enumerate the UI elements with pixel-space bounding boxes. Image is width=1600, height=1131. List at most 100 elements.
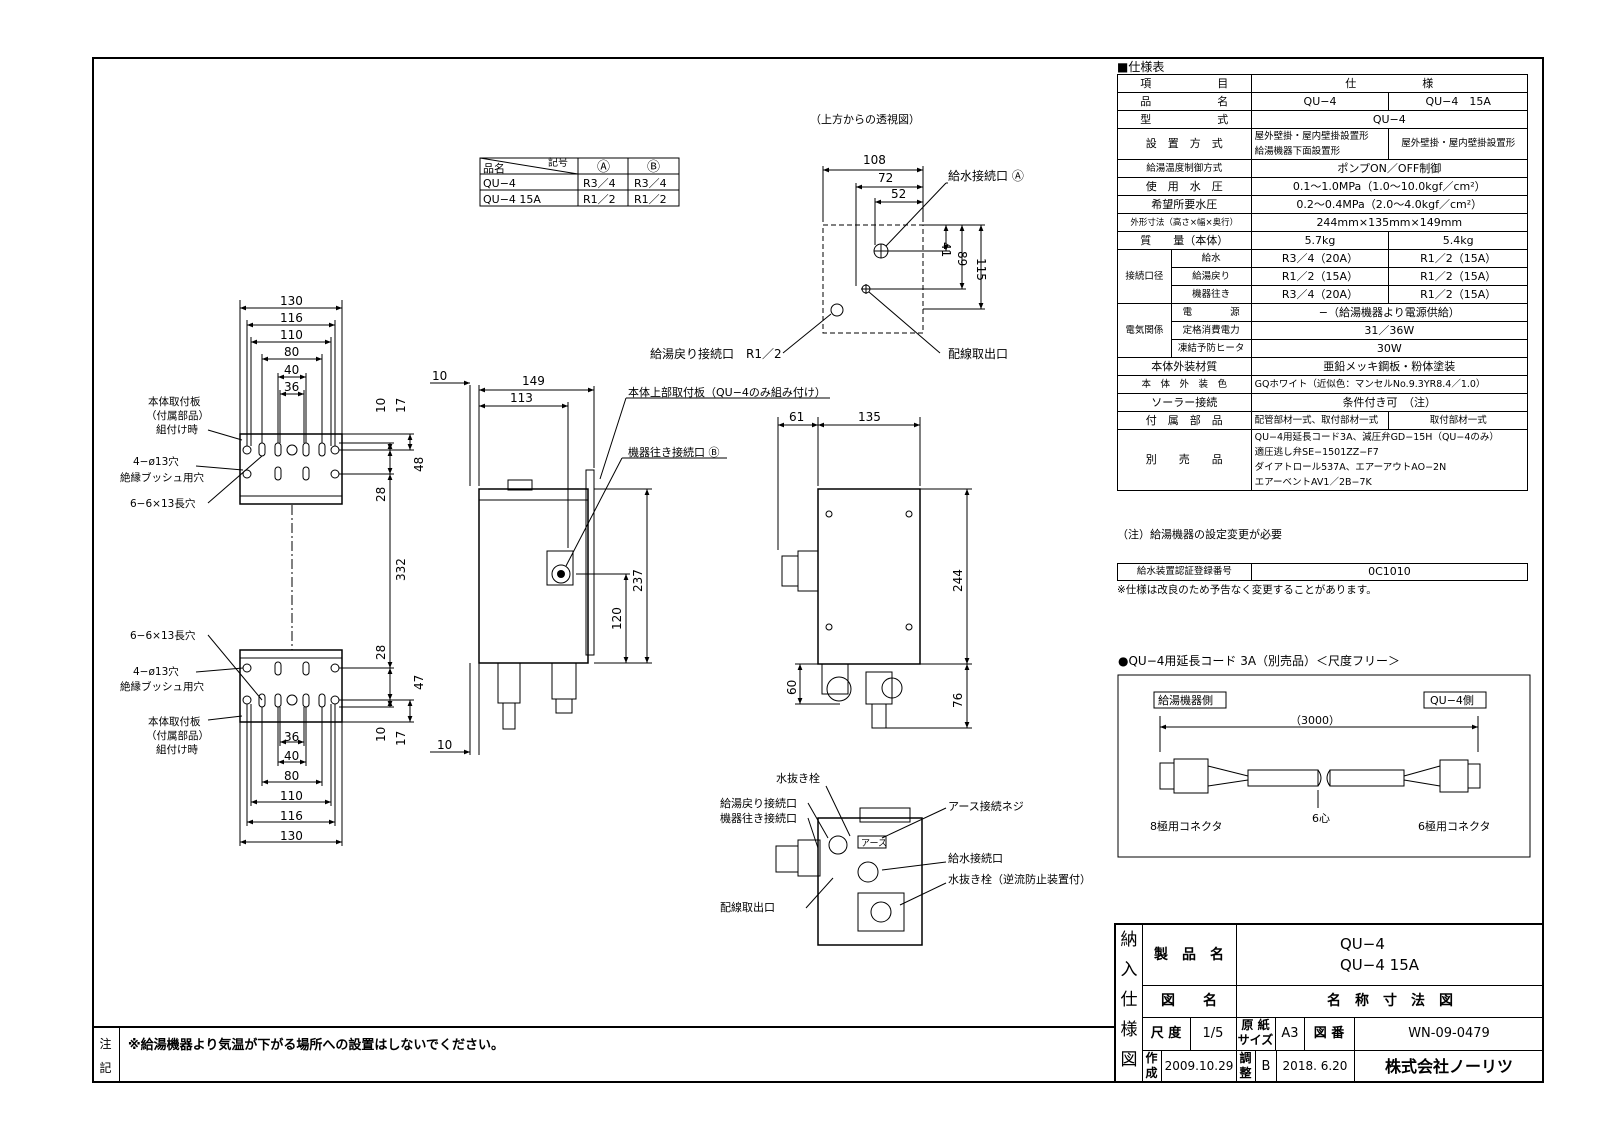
- spec-row-color: 本 体 外 装 色 GQホワイト（近似色：マンセルNo.9.3YR8.4／1.0…: [1117, 375, 1529, 394]
- spec-value: R3／4（20A）: [1250, 285, 1390, 304]
- mounting-plate-view: 130 116 110 80 40 36 36 40 80 110 116 13…: [120, 294, 426, 846]
- spec-value: R1／2（15A）: [1250, 267, 1390, 286]
- title-row-product: 製 品 名 QU−4 QU−4 15A: [1142, 925, 1544, 986]
- cord-left-conn: 8極用コネクタ: [1150, 819, 1223, 833]
- spec-value: ポンプON／OFF制御: [1250, 159, 1529, 178]
- plate-dim-40-top: 40: [284, 363, 299, 377]
- side-outlet-label: 機器往き接続口 Ⓑ: [628, 445, 720, 459]
- spec-row-dims: 外形寸法（高さ×幅×奥行） 244mm×135mm×149mm: [1117, 213, 1529, 232]
- size-table-row1-name: QU−4: [483, 177, 516, 190]
- plate-mount-label-3-top: 組付け時: [156, 423, 198, 436]
- spec-value: 244mm×135mm×149mm: [1250, 213, 1529, 232]
- bottom-earth-tag: アース: [861, 839, 887, 849]
- top-dim-52: 52: [891, 187, 906, 201]
- size-table-row2-name: QU−4 15A: [483, 193, 541, 206]
- plate-bush-label-bottom: 絶縁ブッシュ用穴: [120, 680, 204, 693]
- side-dim-113: 113: [510, 391, 533, 405]
- plate-bush-label-top: 絶縁ブッシュ用穴: [120, 471, 204, 484]
- plate-dim-110-bottom: 110: [280, 789, 303, 803]
- spec-label: 設 置 方 式: [1117, 128, 1252, 160]
- spec-value: QU−4: [1250, 92, 1390, 111]
- side-dim-120: 120: [610, 607, 624, 630]
- bottom-view: アース 水抜き栓 給湯戻り接続口 機器往き接続口 配線取出口 アース接続ネジ 給…: [720, 771, 1091, 946]
- plate-dim-332: 332: [394, 558, 408, 581]
- spec-label: 電 源: [1170, 303, 1252, 322]
- drawing-name: 名 称 寸 法 図: [1327, 993, 1453, 1009]
- size-table-row1-b: R3／4: [634, 177, 667, 190]
- spec-row-elec-power: 電気関係 電 源 −（給湯機器より電源供給）: [1117, 303, 1529, 358]
- bottom-return-label: 給湯戻り接続口: [720, 796, 797, 810]
- number-label: 図 番: [1304, 1017, 1355, 1050]
- spec-row-solar: ソーラー接続 条件付き可 （注）: [1117, 393, 1529, 412]
- title-side-label: 納 入 仕 様 図: [1116, 925, 1143, 1083]
- size-table-row2-a: R1／2: [583, 193, 616, 206]
- spec-label: 使 用 水 圧: [1117, 177, 1252, 196]
- company-name: 株式会社ノーリツ: [1384, 1057, 1513, 1076]
- plate-slots-label-top: 6−6×13長穴: [130, 497, 196, 510]
- cord-right-conn: 6極用コネクタ: [1418, 819, 1491, 833]
- title-row-scale: 尺 度 1/5 原 紙 サイズ A3 図 番 WN-09-0479: [1142, 1017, 1544, 1051]
- spec-value: 屋外壁掛・屋内壁掛設置形 給湯機器下面設置形: [1250, 128, 1390, 160]
- spec-value: 31／36W: [1250, 321, 1529, 340]
- spec-value: QU−4 15A: [1388, 92, 1528, 111]
- size-table-hdr-name: 品名: [483, 161, 505, 175]
- plate-dim-80-bottom: 80: [284, 769, 299, 783]
- spec-label: 本 体 外 装 色: [1117, 375, 1252, 394]
- spec-label: 凍結予防ヒータ: [1170, 339, 1252, 358]
- connection-size-table: 品名 記号 Ⓐ Ⓑ QU−4 R3／4 R3／4 QU−4 15A R1／2 R…: [479, 156, 680, 207]
- spec-label: 本体外装材質: [1117, 357, 1252, 376]
- spec-value: 0.1〜1.0MPa（1.0〜10.0kgf／cm²）: [1250, 177, 1529, 196]
- plate-dim-130-bottom: 130: [280, 829, 303, 843]
- spec-row-conn-outlet: 機器往き R3／4（20A） R1／2（15A）: [1118, 285, 1528, 304]
- spec-row-product: 品 名 QU−4 QU−4 15A: [1117, 92, 1528, 111]
- spec-label: 給水: [1170, 249, 1252, 268]
- title-row-dates: 作 成 2009.10.29 調 整 B 2018. 6.20 株式会社ノーリツ: [1142, 1050, 1544, 1083]
- spec-value: 30W: [1250, 339, 1529, 358]
- spec-value: R3／4（20A）: [1250, 249, 1390, 268]
- plate-mount-label-2-bottom: （付属部品）: [146, 729, 209, 742]
- cert-table: 給水装置認証登録番号 0C1010: [1117, 563, 1529, 581]
- spec-value: GQホワイト（近似色：マンセルNo.9.3YR8.4／1.0）: [1250, 375, 1529, 394]
- spec-row-mass: 質 量（本体） 5.7kg 5.4kg: [1117, 231, 1528, 250]
- bottom-drain-check-label: 水抜き栓（逆流防止装置付）: [948, 872, 1091, 886]
- spec-value: 0.2〜0.4MPa（2.0〜4.0kgf／cm²）: [1250, 195, 1529, 214]
- size-table-row2-b: R1／2: [634, 193, 667, 206]
- side-dim-10-bottom: 10: [437, 738, 452, 752]
- revision-date: 2018. 6.20: [1276, 1050, 1355, 1083]
- spec-value: R1／2（15A）: [1388, 267, 1528, 286]
- plate-mount-label-2-top: （付属部品）: [146, 409, 209, 422]
- spec-value: R1／2（15A）: [1388, 285, 1528, 304]
- plate-dim-110-top: 110: [280, 328, 303, 342]
- spec-col-spec: 仕 様: [1250, 74, 1529, 93]
- top-view: （上方からの透視図） 108 72 52 41 89 115 給水接続口 Ⓐ: [650, 112, 1024, 361]
- spec-row-model: 型 式 QU−4: [1117, 110, 1529, 129]
- spec-value: −（給湯機器より電源供給）: [1250, 303, 1529, 322]
- scale-label: 尺 度: [1142, 1017, 1191, 1050]
- spec-header-row: 項 目 仕 様: [1117, 74, 1529, 93]
- front-dim-76: 76: [951, 693, 965, 708]
- notes-box: 注 記 ※給湯機器より気温が下がる場所への設置はしないでください。: [92, 1026, 1114, 1083]
- spec-row-req-pressure: 希望所要水圧 0.2〜0.4MPa（2.0〜4.0kgf／cm²）: [1117, 195, 1529, 214]
- side-dim-237: 237: [631, 569, 645, 592]
- spec-heading: ■仕様表: [1117, 60, 1165, 74]
- spec-col-item: 項 目: [1117, 74, 1252, 93]
- spec-row-material: 本体外装材質 亜鉛メッキ鋼板・粉体塗装: [1117, 357, 1529, 376]
- spec-value: QU−4: [1250, 110, 1529, 129]
- spec-label: 定格消費電力: [1170, 321, 1252, 340]
- plate-dim-28-bottom: 28: [374, 645, 388, 660]
- paper-value: A3: [1276, 1017, 1305, 1050]
- spec-value: 配管部材一式、取付部材一式: [1250, 411, 1390, 430]
- cert-label: 給水装置認証登録番号: [1117, 563, 1252, 581]
- plate-dim-36-bottom: 36: [284, 730, 299, 744]
- product-label: 製 品 名: [1142, 925, 1237, 985]
- size-table-sym-b: Ⓑ: [647, 160, 660, 175]
- spec-label: 機器往き: [1170, 285, 1252, 304]
- plate-dim-36-top: 36: [284, 380, 299, 394]
- front-dim-60: 60: [785, 680, 799, 695]
- spec-row-install: 設 置 方 式 屋外壁掛・屋内壁掛設置形 給湯機器下面設置形 屋外壁掛・屋内壁掛…: [1117, 128, 1528, 160]
- spec-row-elec-consumption: 定格消費電力 31／36W: [1118, 321, 1529, 340]
- extension-cord-diagram: ●QU−4用延長コード 3A（別売品）＜尺度フリー＞ 給湯機器側 QU−4側 （…: [1117, 653, 1531, 858]
- side-dim-10-top: 10: [432, 369, 447, 383]
- plate-mount-label-3-bottom: 組付け時: [156, 743, 198, 756]
